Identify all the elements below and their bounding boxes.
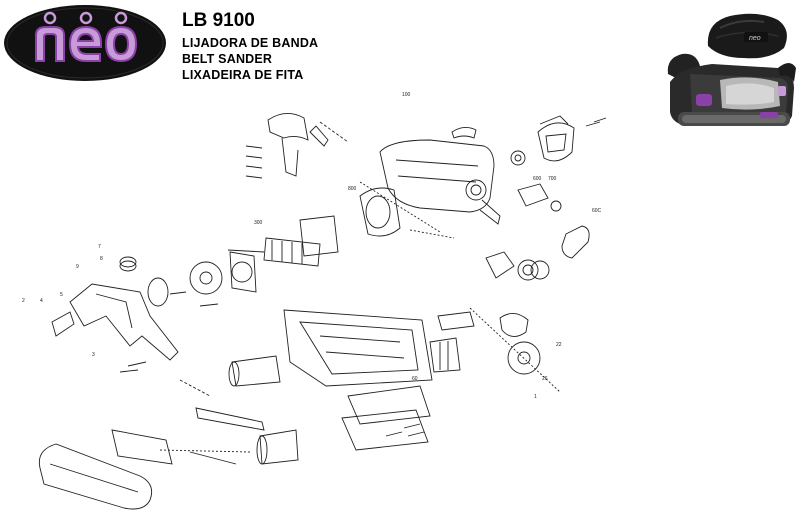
callout-7: 7 (98, 244, 101, 250)
callout-60c: 60C (592, 208, 602, 214)
callout-4: 4 (40, 298, 43, 304)
callout-300: 300 (254, 220, 263, 226)
callout-9: 9 (76, 264, 79, 270)
belt-sander-photo-icon: neo (667, 13, 796, 126)
title-spanish: LIJADORA DE BANDA (182, 36, 319, 50)
photo-badge: neo (749, 35, 761, 42)
title-english: BELT SANDER (182, 52, 273, 66)
callout-1: 1 (534, 394, 537, 400)
neo-logo (4, 5, 166, 81)
callout-60: 60 (412, 376, 418, 382)
model-number: LB 9100 (182, 10, 255, 31)
exploded-view-diagram-icon: 100 600 700 800 300 60C 60 5 7 8 9 2 4 3… (22, 92, 607, 510)
callout-600: 600 (533, 176, 542, 182)
callout-26: 26 (542, 376, 548, 382)
callout-700: 700 (548, 176, 557, 182)
callout-3: 3 (92, 352, 95, 358)
title-portuguese: LIXADEIRA DE FITA (182, 68, 304, 82)
callout-8: 8 (100, 256, 103, 262)
callout-5: 5 (60, 292, 63, 298)
callout-22: 22 (556, 342, 562, 348)
callout-100: 100 (402, 92, 411, 98)
callout-2: 2 (22, 298, 25, 304)
callout-800: 800 (348, 186, 357, 192)
